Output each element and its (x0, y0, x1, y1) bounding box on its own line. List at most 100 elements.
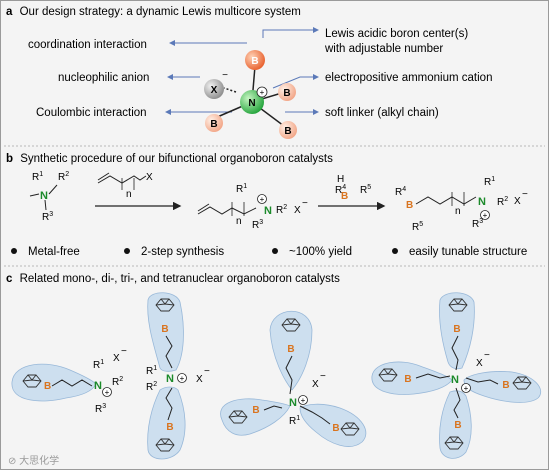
reagent-allyl-halide: n X (95, 172, 182, 211)
svg-text:R3: R3 (95, 403, 106, 415)
svg-text:R1: R1 (484, 176, 495, 188)
svg-text:B: B (284, 126, 291, 137)
catalyst-dinuclear: B B N + R1 R2 X − (146, 292, 210, 460)
svg-text:+: + (301, 396, 306, 405)
panel-b-letter: b (6, 153, 13, 165)
panel-b: b Synthetic procedure of our bifunctiona… (6, 153, 528, 258)
svg-text:b Synthetic procedure of: b Synthetic procedure of our bifunctiona… (6, 153, 333, 165)
svg-text:N: N (451, 374, 459, 386)
panel-c: c Related mono-, di-, tri-, and tetranuc… (6, 273, 542, 460)
svg-text:−: − (484, 350, 490, 361)
svg-text:R3: R3 (42, 211, 53, 223)
svg-text:n: n (455, 206, 461, 217)
svg-text:R2: R2 (146, 381, 157, 393)
svg-text:R2: R2 (58, 171, 69, 183)
panel-b-title: Synthetic procedure of our bifunctional … (20, 153, 333, 165)
label-coulombic: Coulombic interaction (36, 107, 147, 119)
svg-text:X: X (476, 358, 483, 369)
svg-text:B: B (283, 88, 290, 99)
svg-text:B: B (341, 191, 348, 202)
svg-text:−: − (204, 366, 210, 377)
svg-text:+: + (105, 388, 110, 397)
svg-text:X: X (514, 196, 521, 207)
svg-text:−: − (222, 70, 228, 81)
label-lewis-1: Lewis acidic boron center(s) (325, 28, 468, 40)
svg-text:+: + (260, 195, 265, 204)
svg-text:X: X (211, 85, 218, 96)
svg-text:B: B (210, 119, 217, 130)
svg-text:−: − (320, 371, 326, 382)
svg-text:−: − (522, 189, 528, 200)
watermark: ⊘ 大思化学 (8, 454, 59, 467)
model-boron-top (245, 50, 265, 70)
label-lewis-2: with adjustable number (324, 43, 443, 55)
catalyst-trinuclear: B B B N + R1 X − (220, 310, 367, 447)
svg-text:+: + (260, 88, 265, 97)
svg-text:B: B (166, 422, 173, 433)
svg-text:+: + (464, 384, 469, 393)
svg-text:n: n (236, 216, 242, 227)
svg-text:X: X (113, 353, 120, 364)
svg-text:N: N (478, 196, 486, 208)
svg-text:B: B (252, 405, 259, 416)
panel-c-letter: c (6, 273, 13, 285)
label-linker: soft linker (alkyl chain) (325, 107, 439, 119)
svg-text:N: N (289, 397, 297, 409)
label-nucleophilic: nucleophilic anion (58, 72, 149, 84)
svg-text:R1: R1 (146, 365, 157, 377)
svg-text:+: + (180, 374, 185, 383)
model-boron-right (278, 83, 296, 101)
svg-text:n: n (126, 189, 132, 200)
label-ammonium: electropositive ammonium cation (325, 72, 492, 84)
feature-list: Metal-free 2-step synthesis ~100% yield … (11, 246, 527, 258)
svg-text:X: X (294, 205, 301, 216)
svg-text:R1: R1 (32, 171, 43, 183)
svg-text:B: B (406, 200, 413, 211)
svg-text:B: B (454, 420, 461, 431)
svg-text:R2: R2 (112, 376, 123, 388)
feature-tunable: easily tunable structure (409, 246, 527, 258)
model-boron-left (205, 114, 223, 132)
svg-text:X: X (146, 172, 153, 183)
svg-text:X: X (312, 379, 319, 390)
model-anion (204, 79, 224, 99)
arrow-ammonium (272, 74, 319, 89)
arrow-lewis (262, 27, 319, 38)
catalyst-mononuclear: B N + R1 R2 R3 X − (11, 346, 127, 415)
panel-a-title: Our design strategy: a dynamic Lewis mul… (20, 6, 301, 18)
svg-text:a Our design strategy: a: a Our design strategy: a dynamic Lewis m… (6, 6, 301, 18)
svg-text:B: B (502, 380, 509, 391)
feature-two-step: 2-step synthesis (141, 246, 224, 258)
svg-text:R4: R4 (335, 184, 346, 196)
svg-text:R1: R1 (93, 359, 104, 371)
svg-text:R2: R2 (276, 204, 287, 216)
model-nitrogen (240, 90, 264, 114)
svg-text:N: N (40, 190, 48, 202)
product-catalyst: R4 B R5 n N + R1 R2 R3 X − (395, 176, 528, 233)
svg-text:R1: R1 (236, 183, 247, 195)
svg-text:R3: R3 (472, 218, 483, 230)
svg-text:+: + (483, 211, 488, 220)
panel-c-title: Related mono-, di-, tri-, and tetranucle… (20, 273, 340, 285)
svg-text:R5: R5 (412, 221, 423, 233)
svg-text:N: N (264, 205, 272, 217)
svg-text:B: B (44, 381, 51, 392)
svg-text:−: − (302, 198, 308, 209)
svg-text:N: N (248, 98, 255, 109)
svg-text:H: H (337, 174, 344, 185)
reagent-hydroborane: R4 H B R5 (318, 174, 386, 211)
svg-text:R5: R5 (360, 184, 371, 196)
panel-a-letter: a (6, 6, 13, 18)
svg-text:B: B (161, 324, 168, 335)
svg-text:R3: R3 (252, 219, 263, 231)
svg-text:R4: R4 (395, 186, 406, 198)
panel-a: a Our design strategy: a dynamic Lewis m… (6, 6, 492, 139)
model-boron-bottom (279, 121, 297, 139)
svg-text:−: − (121, 346, 127, 357)
amine: R1 N R2 R3 (29, 171, 69, 223)
svg-text:B: B (287, 344, 294, 355)
svg-text:N: N (166, 373, 174, 385)
svg-text:X: X (196, 374, 203, 385)
svg-text:B: B (251, 56, 258, 67)
